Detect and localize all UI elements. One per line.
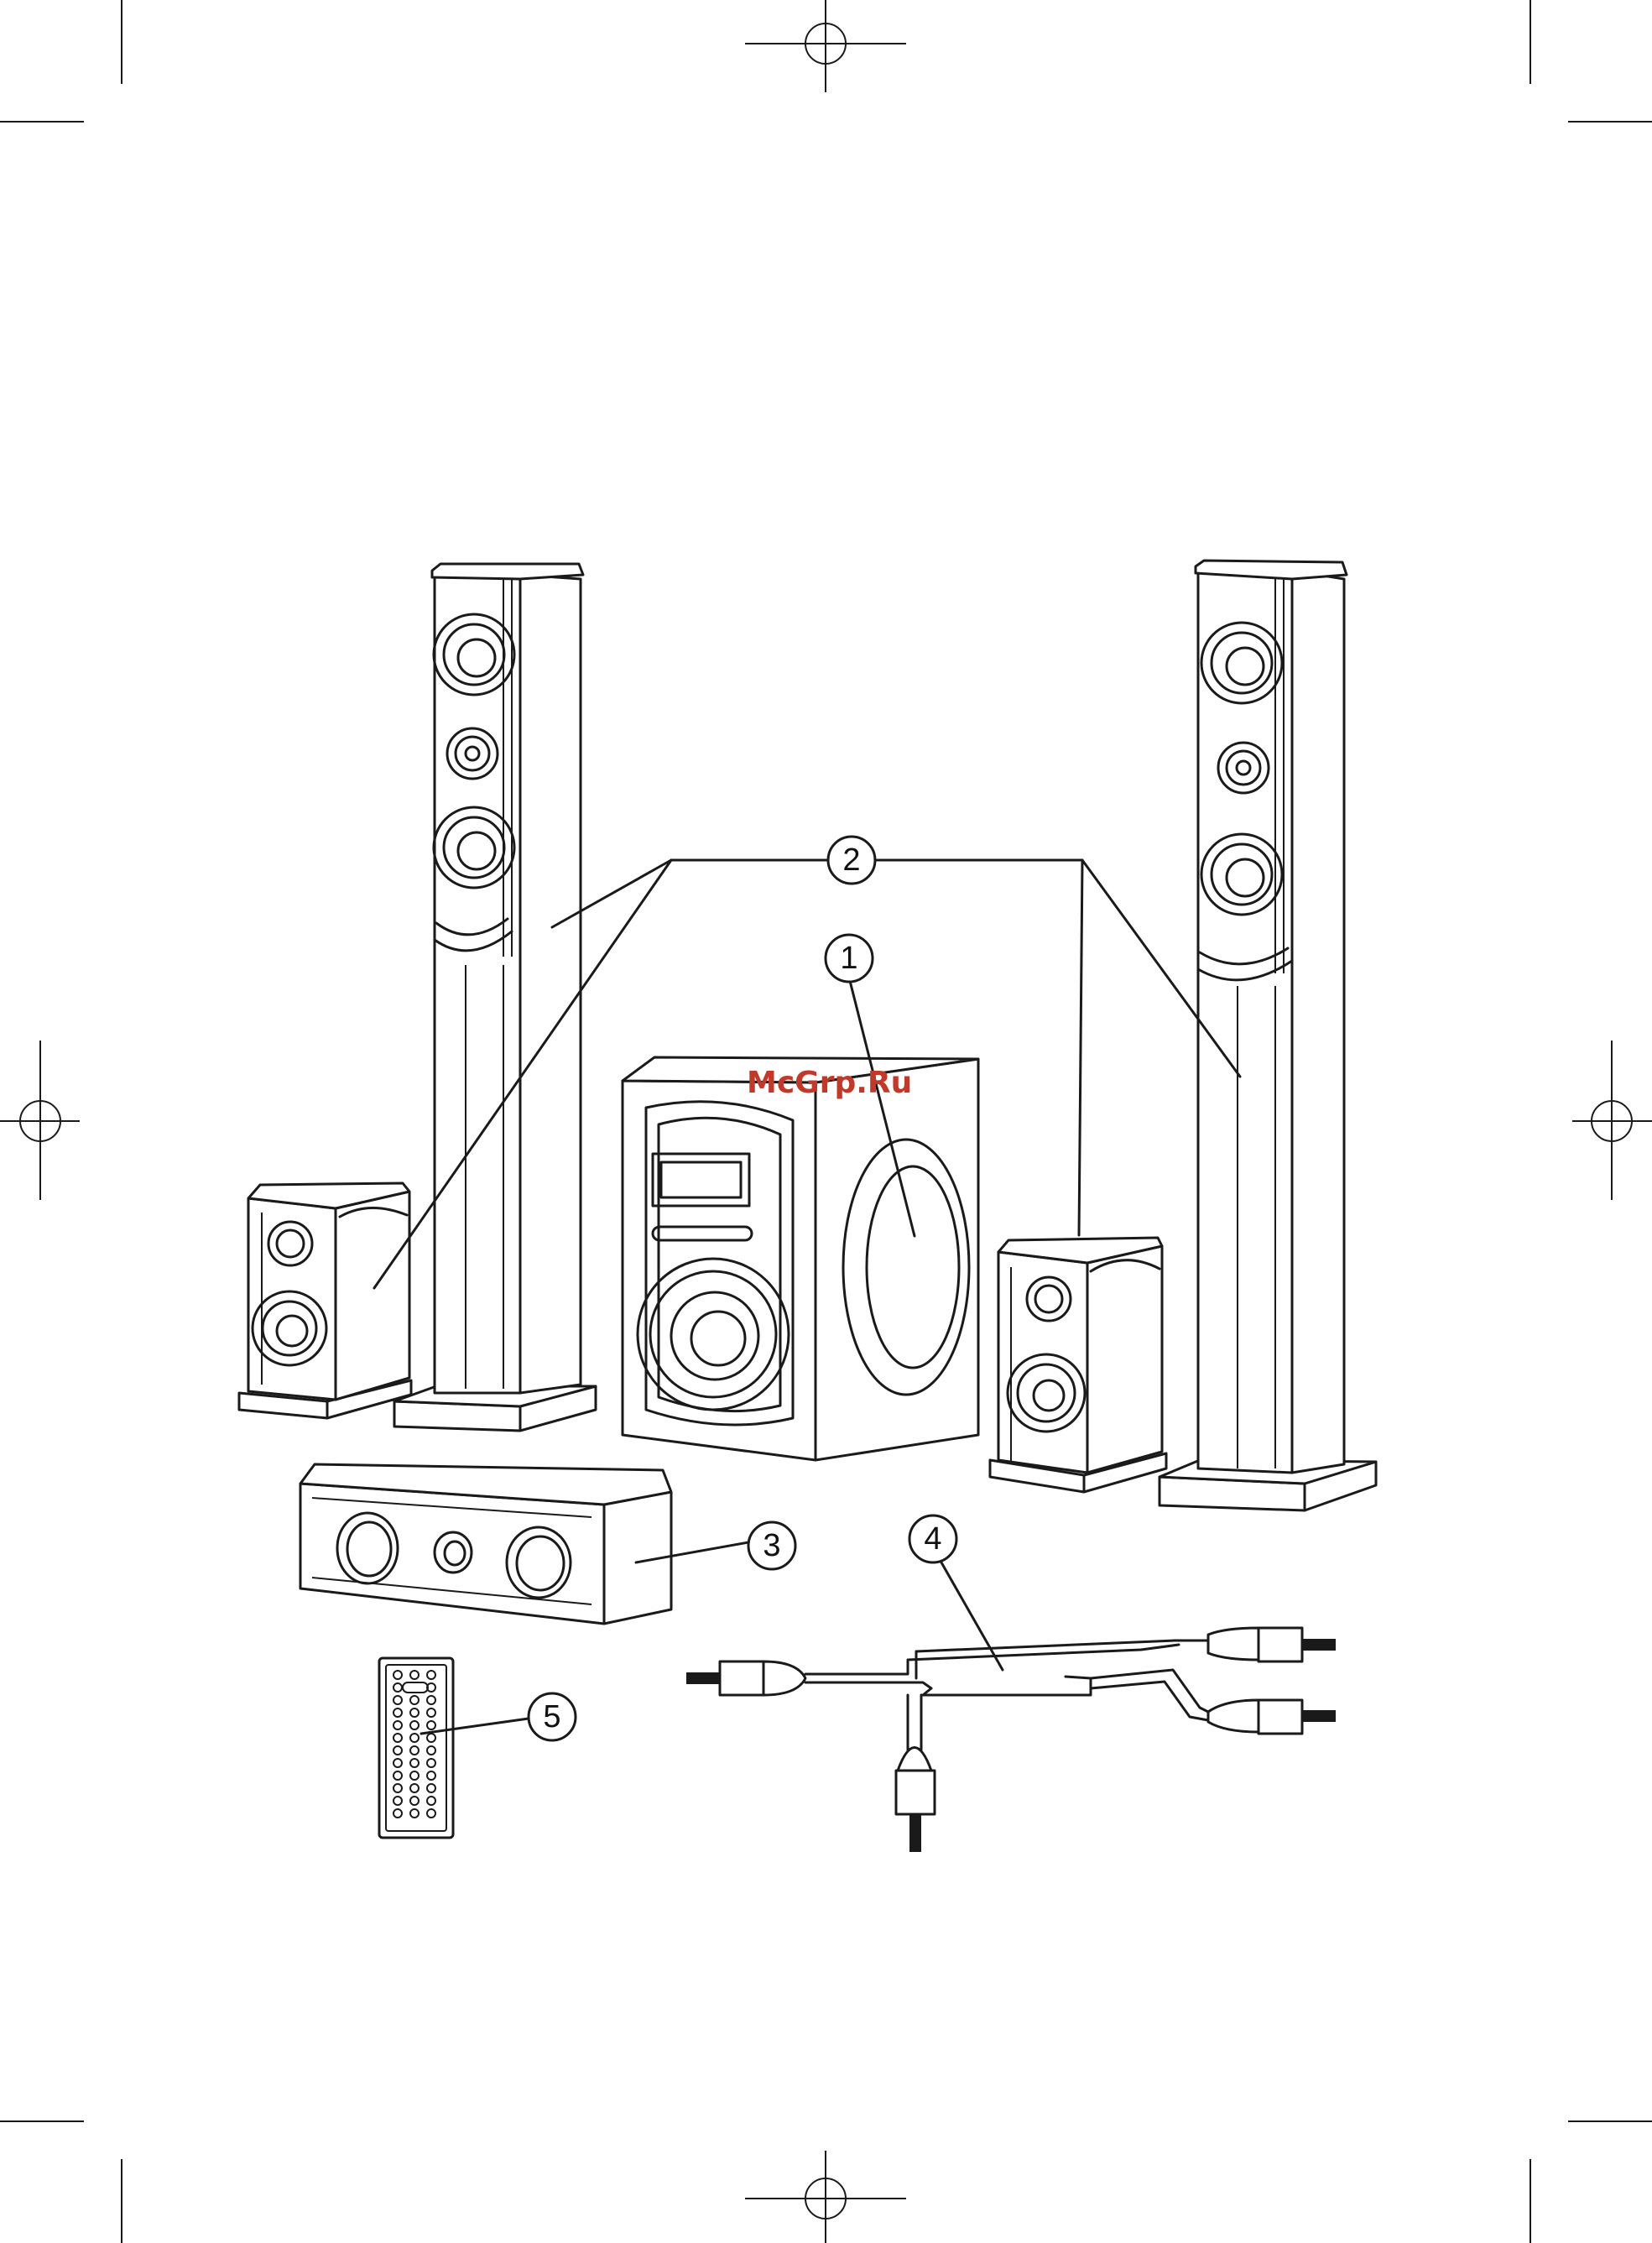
remote-control	[379, 1658, 453, 1838]
callout-2: 2	[828, 837, 875, 884]
left-tower-speaker	[394, 564, 596, 1431]
rca-plug-left	[720, 1661, 763, 1695]
rca-plug-bottom-right-tip	[1302, 1710, 1336, 1722]
callout-1-label: 1	[840, 941, 857, 976]
rca-cable	[686, 1628, 1336, 1852]
rca-plug-bottom-tip	[909, 1814, 921, 1852]
center-speaker	[300, 1464, 671, 1624]
watermark-text: McGrp.Ru	[747, 1066, 912, 1100]
left-satellite-speaker	[239, 1183, 411, 1418]
rca-plug-top-right	[1259, 1628, 1302, 1661]
right-satellite-speaker	[990, 1238, 1166, 1492]
registration-mark-left	[0, 1041, 80, 1200]
callout-5-label: 5	[543, 1699, 560, 1734]
subwoofer	[623, 1057, 978, 1460]
rca-plug-top-right-tip	[1302, 1639, 1336, 1651]
callout-1: 1	[826, 935, 873, 982]
rca-plug-left-tip	[686, 1672, 720, 1684]
callout-3-label: 3	[763, 1528, 780, 1563]
callout-5: 5	[529, 1693, 576, 1740]
callout-2-label: 2	[842, 842, 860, 878]
rca-plug-bottom	[896, 1771, 935, 1814]
right-tower-speaker	[1160, 561, 1376, 1510]
registration-mark-bottom	[745, 2151, 906, 2243]
callout-3: 3	[748, 1522, 795, 1569]
registration-mark-top	[745, 0, 906, 92]
callout-4: 4	[909, 1515, 956, 1562]
registration-mark-right	[1572, 1041, 1652, 1200]
rca-plug-bottom-right	[1259, 1700, 1302, 1734]
callout-4-label: 4	[924, 1521, 941, 1557]
